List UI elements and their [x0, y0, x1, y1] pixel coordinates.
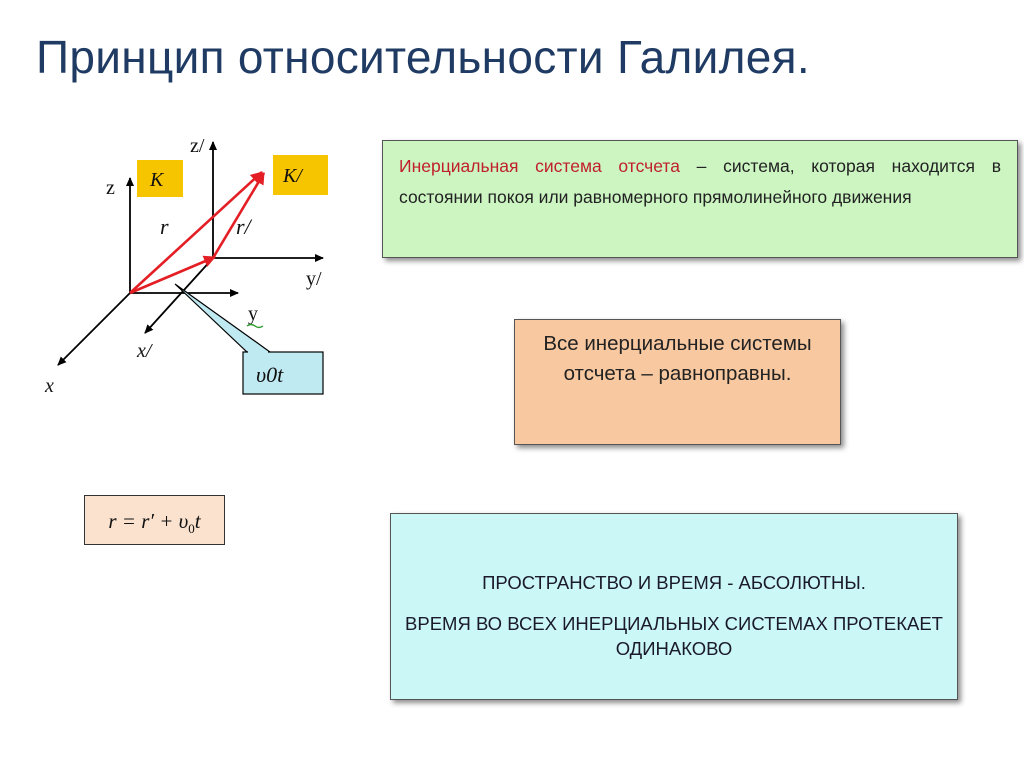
absolute-space-time-box: ПРОСТРАНСТВО И ВРЕМЯ - АБСОЛЮТНЫ. ВРЕМЯ … [390, 513, 958, 700]
vector-r-line [129, 171, 263, 294]
axis-y-label: y [248, 303, 258, 325]
callout-box [242, 351, 324, 395]
formula-sub: 0 [188, 521, 195, 537]
definition-term: Инерциальная система отсчета [399, 156, 680, 176]
axis-z-prime-label: z/ [190, 135, 205, 157]
axis-x-label: x [44, 375, 54, 397]
formula-rhs: t [194, 509, 201, 533]
axis-y-underline [246, 323, 264, 329]
axis-x-prime-label: x/ [136, 340, 154, 362]
vector-r-label: r [160, 214, 169, 239]
frame-k-box [137, 160, 183, 197]
frame-k-label: K [149, 169, 165, 191]
inertial-frame-definition: Инерциальная система отсчета – система, … [382, 140, 1018, 258]
galilean-formula-box: r = r′ + υ0t [84, 495, 225, 545]
axis-x-prime-line [144, 257, 214, 334]
page-title: Принцип относительности Галилея. [36, 31, 810, 83]
axis-y-prime-label: y/ [306, 268, 322, 290]
vector-r-prime-label: r/ [236, 214, 253, 239]
axis-x-line [57, 292, 131, 366]
absolute-line-2: ВРЕМЯ ВО ВСЕХ ИНЕРЦИАЛЬНЫХ СИСТЕМАХ ПРОТ… [405, 613, 943, 659]
axis-z-label: z [106, 177, 115, 199]
definition-text: – система, которая находится в состоянии… [399, 156, 1001, 207]
vector-v0t-line [129, 255, 216, 295]
callout-label: υ0t [256, 362, 284, 387]
frames-equal-text: Все инерциальные системы отсчета – равно… [543, 332, 812, 385]
vector-r-prime-line [211, 172, 266, 259]
formula-lhs: r = r′ + υ [108, 509, 189, 533]
absolute-line-1: ПРОСТРАНСТВО И ВРЕМЯ - АБСОЛЮТНЫ. [482, 572, 866, 593]
frame-k-prime-label: K/ [282, 165, 304, 187]
frames-equal-box: Все инерциальные системы отсчета – равно… [514, 319, 841, 445]
frame-k-prime-box [273, 155, 328, 195]
